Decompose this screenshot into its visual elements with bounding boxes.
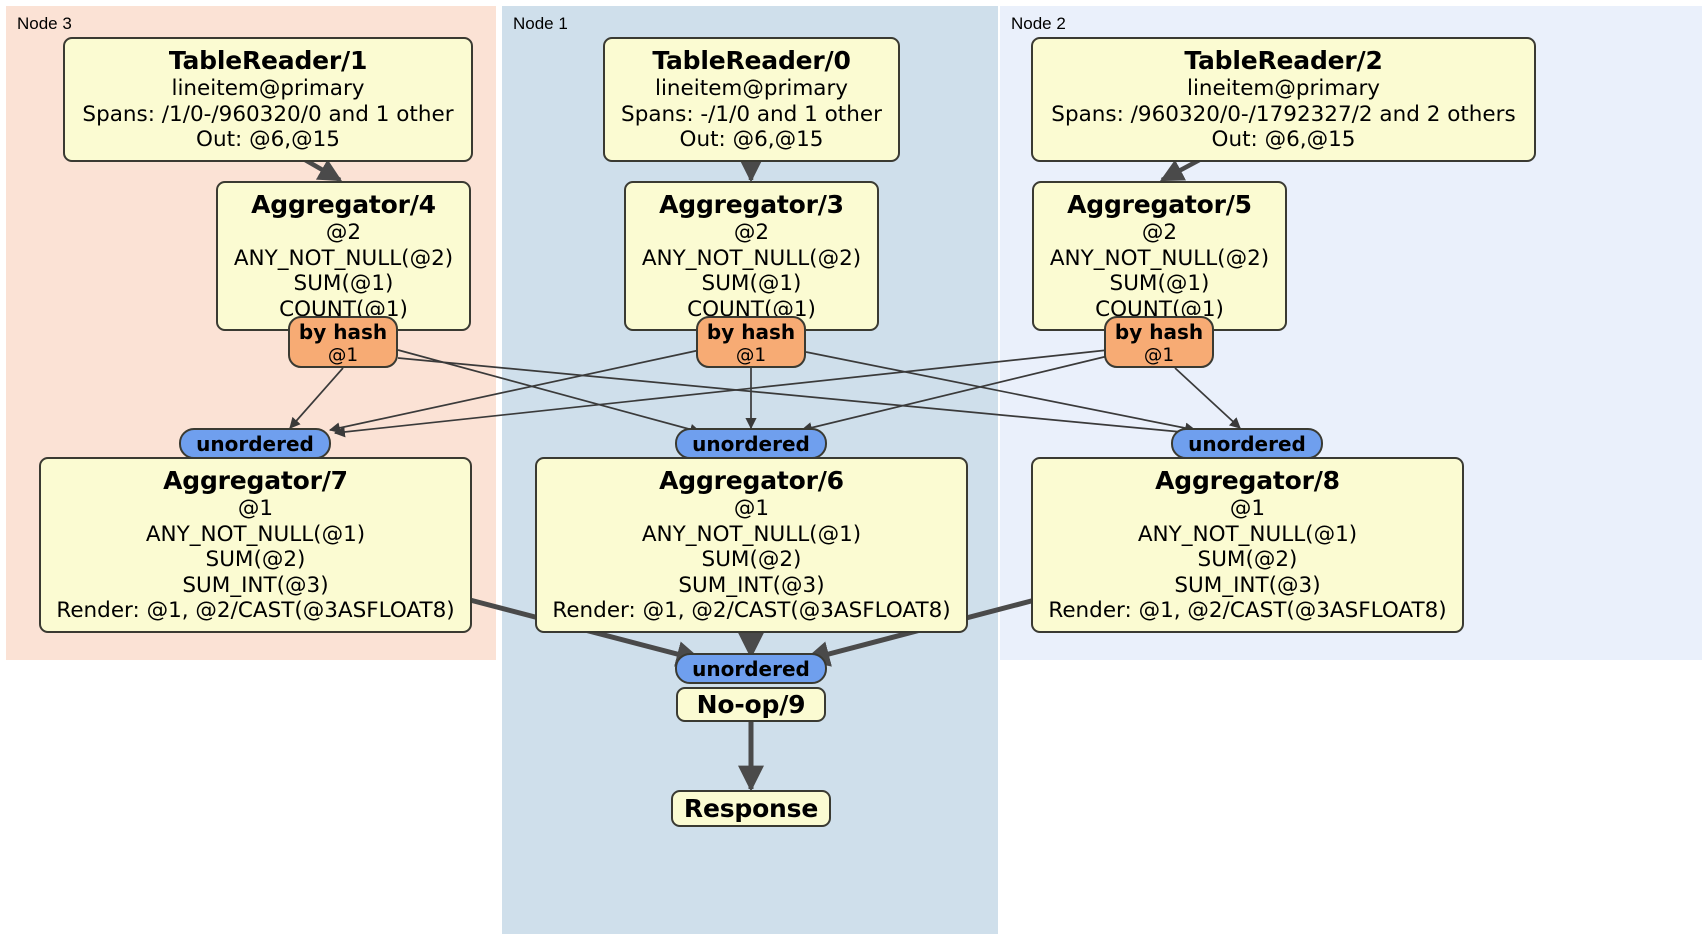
processor-response[interactable]: Response [671, 790, 831, 827]
processor-line: @2 [325, 220, 362, 245]
processor-title: No-op/9 [696, 690, 806, 719]
synchronizer-label: unordered [692, 656, 810, 681]
processor-aggregator-3[interactable]: Aggregator/3 @2 ANY_NOT_NULL(@2) SUM(@1)… [624, 181, 879, 331]
processor-aggregator-8[interactable]: Aggregator/8 @1 ANY_NOT_NULL(@1) SUM(@2)… [1031, 457, 1464, 633]
processor-line: SUM(@1) [1109, 271, 1210, 296]
processor-line: ANY_NOT_NULL(@1) [145, 521, 366, 547]
processor-line: SUM(@1) [293, 271, 394, 296]
processor-line: Spans: /960320/0-/1792327/2 and 2 others [1051, 101, 1516, 127]
processor-line: @2 [1141, 220, 1178, 245]
processor-line: @1 [237, 496, 274, 521]
processor-line: ANY_NOT_NULL(@2) [1049, 245, 1270, 271]
processor-line: SUM(@1) [701, 271, 802, 296]
processor-title: Response [683, 794, 819, 823]
processor-line: Render: @1, @2/CAST(@3ASFLOAT8) [552, 598, 951, 623]
processor-title: Aggregator/3 [659, 190, 844, 219]
processor-line: Spans: -/1/0 and 1 other [621, 101, 882, 127]
processor-table-reader-1[interactable]: TableReader/1 lineitem@primary Spans: /1… [63, 37, 473, 162]
processor-no-op-9[interactable]: No-op/9 [676, 687, 826, 722]
processor-line: Spans: /1/0-/960320/0 and 1 other [82, 101, 454, 127]
processor-line: @1 [1229, 496, 1266, 521]
processor-line: SUM_INT(@3) [678, 572, 825, 598]
processor-table-reader-2[interactable]: TableReader/2 lineitem@primary Spans: /9… [1031, 37, 1536, 162]
router-column: @1 [1143, 345, 1175, 366]
processor-line: Out: @6,@15 [196, 127, 340, 152]
processor-title: Aggregator/5 [1067, 190, 1252, 219]
processor-line: lineitem@primary [654, 76, 849, 101]
processor-line: @1 [733, 496, 770, 521]
processor-title: TableReader/0 [652, 46, 851, 75]
router-by-hash-center[interactable]: by hash @1 [696, 316, 806, 368]
processor-line: SUM(@2) [701, 547, 802, 572]
processor-line: SUM_INT(@3) [1174, 572, 1321, 598]
processor-line: @2 [733, 220, 770, 245]
router-column: @1 [735, 345, 767, 366]
router-by-hash-right[interactable]: by hash @1 [1104, 316, 1214, 368]
processor-line: Render: @1, @2/CAST(@3ASFLOAT8) [1048, 598, 1447, 623]
synchronizer-unordered-right[interactable]: unordered [1171, 428, 1323, 459]
processor-title: Aggregator/4 [251, 190, 436, 219]
router-by-hash-left[interactable]: by hash @1 [288, 316, 398, 368]
processor-line: ANY_NOT_NULL(@1) [1137, 521, 1358, 547]
router-label: by hash [706, 320, 796, 344]
processor-aggregator-6[interactable]: Aggregator/6 @1 ANY_NOT_NULL(@1) SUM(@2)… [535, 457, 968, 633]
node-label-node2: Node 2 [1011, 14, 1066, 33]
processor-title: TableReader/2 [1184, 46, 1383, 75]
processor-aggregator-7[interactable]: Aggregator/7 @1 ANY_NOT_NULL(@1) SUM(@2)… [39, 457, 472, 633]
processor-table-reader-0[interactable]: TableReader/0 lineitem@primary Spans: -/… [603, 37, 900, 162]
router-label: by hash [1114, 320, 1204, 344]
processor-line: Out: @6,@15 [679, 127, 824, 152]
processor-line: Render: @1, @2/CAST(@3ASFLOAT8) [56, 598, 455, 623]
processor-title: Aggregator/6 [659, 466, 844, 495]
node-label-node3: Node 3 [17, 14, 72, 33]
processor-line: SUM_INT(@3) [182, 572, 329, 598]
processor-line: SUM(@2) [205, 547, 306, 572]
synchronizer-label: unordered [1188, 431, 1306, 456]
synchronizer-label: unordered [692, 431, 810, 456]
synchronizer-label: unordered [196, 431, 314, 456]
processor-line: SUM(@2) [1197, 547, 1298, 572]
processor-line: ANY_NOT_NULL(@2) [641, 245, 862, 271]
processor-title: TableReader/1 [168, 46, 368, 75]
processor-line: lineitem@primary [171, 76, 365, 101]
router-column: @1 [327, 345, 359, 366]
router-label: by hash [298, 320, 388, 344]
processor-line: ANY_NOT_NULL(@2) [233, 245, 454, 271]
synchronizer-unordered-center[interactable]: unordered [675, 428, 827, 459]
processor-line: lineitem@primary [1186, 76, 1381, 101]
synchronizer-unordered-left[interactable]: unordered [179, 428, 331, 459]
processor-line: ANY_NOT_NULL(@1) [641, 521, 862, 547]
processor-title: Aggregator/7 [163, 466, 348, 495]
processor-line: Out: @6,@15 [1211, 127, 1356, 152]
processor-aggregator-5[interactable]: Aggregator/5 @2 ANY_NOT_NULL(@2) SUM(@1)… [1032, 181, 1287, 331]
processor-title: Aggregator/8 [1155, 466, 1340, 495]
synchronizer-unordered-final[interactable]: unordered [675, 653, 827, 684]
processor-aggregator-4[interactable]: Aggregator/4 @2 ANY_NOT_NULL(@2) SUM(@1)… [216, 181, 471, 331]
node-label-node1: Node 1 [513, 14, 568, 33]
